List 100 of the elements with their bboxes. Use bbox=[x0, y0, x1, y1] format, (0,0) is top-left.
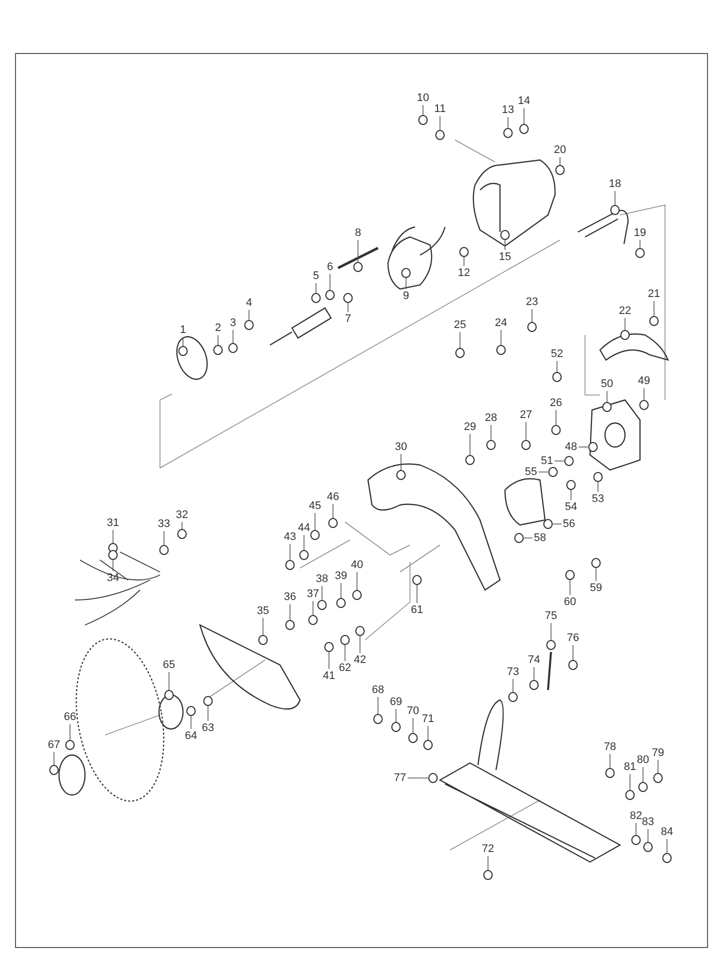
leader-line bbox=[332, 504, 334, 518]
callout-number: 13 bbox=[502, 104, 514, 116]
part-drawing bbox=[465, 455, 475, 465]
callout-number: 74 bbox=[528, 654, 540, 666]
leader-line bbox=[606, 390, 608, 402]
part-drawing bbox=[213, 345, 223, 355]
leader-line bbox=[112, 530, 114, 544]
part-drawing bbox=[418, 115, 428, 125]
callout-number: 78 bbox=[604, 741, 616, 753]
leader-line bbox=[182, 336, 184, 346]
callout-number: 33 bbox=[158, 518, 170, 530]
part-drawing bbox=[455, 348, 465, 358]
callout-number: 11 bbox=[434, 103, 446, 115]
part-drawing bbox=[635, 248, 645, 258]
part-drawing bbox=[340, 635, 350, 645]
callout-number: 3 bbox=[230, 317, 236, 329]
part-drawing bbox=[311, 293, 321, 303]
leader-line bbox=[666, 838, 668, 854]
part-drawing bbox=[336, 598, 346, 608]
callout-number: 81 bbox=[624, 761, 636, 773]
leader-line bbox=[512, 678, 514, 692]
callout-number: 71 bbox=[422, 713, 434, 725]
callout-number: 82 bbox=[630, 810, 642, 822]
callout-number: 7 bbox=[344, 313, 352, 325]
part-drawing bbox=[543, 519, 553, 529]
callout-number: 66 bbox=[64, 711, 76, 723]
callout-number: 26 bbox=[550, 397, 562, 409]
callout-number: 35 bbox=[256, 605, 270, 617]
callout-number: 29 bbox=[464, 421, 476, 433]
part-drawing bbox=[620, 330, 630, 340]
part-drawing bbox=[159, 545, 169, 555]
callout-number: 22 bbox=[618, 305, 632, 317]
part-drawing bbox=[591, 558, 601, 568]
part-drawing bbox=[662, 853, 672, 863]
part-drawing bbox=[108, 550, 118, 560]
callout-number: 27 bbox=[520, 409, 532, 421]
callout-number: 2 bbox=[214, 322, 222, 334]
callout-number: 84 bbox=[660, 826, 674, 838]
leader-line bbox=[572, 644, 574, 660]
callout-number: 8 bbox=[354, 227, 362, 239]
leader-line bbox=[400, 454, 402, 470]
leader-line bbox=[554, 460, 564, 462]
part-drawing bbox=[503, 128, 513, 138]
callout-number: 4 bbox=[246, 297, 252, 309]
callout-number: 62 bbox=[338, 662, 352, 674]
callout-number: 58 bbox=[534, 532, 546, 544]
leader-line bbox=[642, 766, 644, 782]
callout-number: 25 bbox=[454, 319, 466, 331]
callout-number: 23 bbox=[526, 296, 538, 308]
callout-number: 9 bbox=[402, 290, 410, 302]
callout-number: 42 bbox=[354, 654, 366, 666]
leader-line bbox=[190, 716, 192, 730]
part-drawing bbox=[435, 130, 445, 140]
leader-line bbox=[248, 310, 250, 320]
part-drawing bbox=[500, 230, 510, 240]
leader-line bbox=[356, 572, 358, 590]
callout-number: 6 bbox=[326, 261, 334, 273]
part-drawing bbox=[178, 346, 188, 356]
callout-number: 76 bbox=[566, 632, 580, 644]
part-drawing bbox=[593, 472, 603, 482]
part-drawing bbox=[324, 642, 334, 652]
part-drawing bbox=[552, 372, 562, 382]
part-drawing bbox=[244, 320, 254, 330]
part-drawing bbox=[496, 345, 506, 355]
part-drawing bbox=[352, 590, 362, 600]
part-drawing bbox=[649, 316, 659, 326]
part-drawing bbox=[355, 626, 365, 636]
callout-number: 60 bbox=[564, 596, 576, 608]
callout-number: 79 bbox=[652, 747, 664, 759]
part-drawing bbox=[408, 733, 418, 743]
callout-number: 63 bbox=[202, 722, 214, 734]
part-drawing bbox=[258, 635, 268, 645]
leader-line bbox=[344, 644, 346, 662]
leader-line bbox=[504, 240, 506, 250]
part-drawing bbox=[423, 740, 433, 750]
callout-number: 31 bbox=[106, 517, 120, 529]
callout-number: 20 bbox=[554, 144, 566, 156]
leader-line bbox=[232, 330, 234, 344]
callout-number: 83 bbox=[642, 816, 654, 828]
callout-number: 46 bbox=[326, 491, 340, 503]
callout-number: 49 bbox=[638, 375, 650, 387]
leader-line bbox=[314, 512, 316, 530]
callout-number: 72 bbox=[482, 843, 494, 855]
part-drawing bbox=[177, 529, 187, 539]
callout-number: 21 bbox=[648, 288, 660, 300]
part-drawing bbox=[285, 620, 295, 630]
callout-number: 37 bbox=[306, 588, 320, 600]
callout-number: 64 bbox=[184, 730, 198, 742]
callout-number: 59 bbox=[590, 582, 602, 594]
part-drawing bbox=[548, 467, 558, 477]
part-drawing bbox=[343, 293, 353, 303]
part-drawing bbox=[428, 773, 438, 783]
leader-line bbox=[570, 490, 572, 500]
part-drawing bbox=[317, 600, 327, 610]
part-drawing bbox=[483, 870, 493, 880]
callout-number: 40 bbox=[350, 559, 364, 571]
part-drawing bbox=[164, 690, 174, 700]
callout-number: 48 bbox=[564, 441, 578, 453]
callout-number: 61 bbox=[410, 604, 424, 616]
callout-number: 75 bbox=[544, 610, 558, 622]
